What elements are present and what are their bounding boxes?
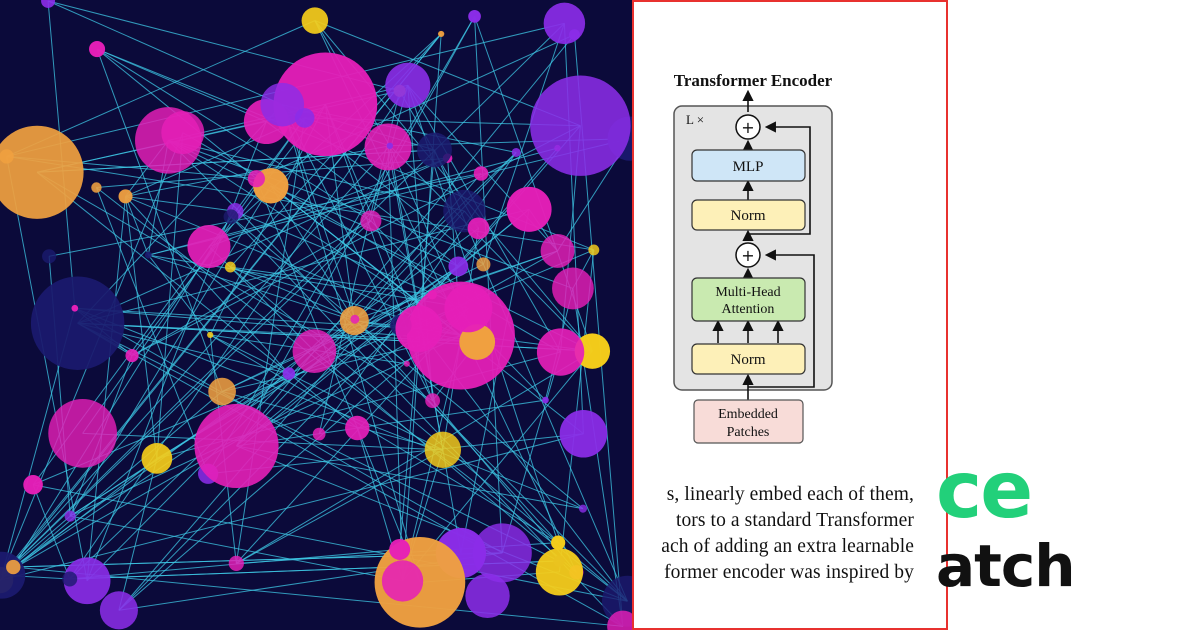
mlp-label: MLP <box>733 159 764 175</box>
plus-circle-icon: + <box>735 114 761 140</box>
residual-connection-top <box>748 121 811 235</box>
attention-label-line2: Attention <box>722 302 775 317</box>
plus-circle-icon: + <box>735 242 761 268</box>
paper-text-line-1: s, linearly embed each of them, <box>666 484 914 505</box>
mlp-block <box>691 149 806 182</box>
embedded-patches-label-line2: Patches <box>727 425 770 440</box>
repeat-label: L × <box>686 112 704 127</box>
norm-bottom-label: Norm <box>731 352 766 368</box>
embedded-patches-block <box>693 399 804 444</box>
network-nodes <box>0 0 632 630</box>
transformer-encoder-diagram: Transformer Encoder L × MLP Norm Multi-H… <box>673 71 833 444</box>
attention-label-line1: Multi-Head <box>715 285 780 300</box>
norm-top-label: Norm <box>731 208 766 224</box>
paper-text-line-3: ach of adding an extra learnable <box>661 536 914 557</box>
norm-block-top <box>691 199 806 231</box>
network-illustration <box>0 0 632 630</box>
norm-block-bottom <box>691 343 806 375</box>
embedded-patches-label-line1: Embedded <box>718 407 778 422</box>
residual-connection-bottom <box>748 249 815 388</box>
brand-logo-fragment-bottom: atch <box>936 532 1076 600</box>
attention-block <box>691 277 806 322</box>
add-symbol-bottom: + <box>741 246 754 265</box>
brand-logo-fragment-top: ce <box>936 446 1033 536</box>
diagram-title: Transformer Encoder <box>674 71 833 90</box>
paper-text-line-2: tors to a standard Transformer <box>675 510 914 531</box>
paper-text-line-4: former encoder was inspired by <box>664 562 914 583</box>
paper-excerpt-card: Transformer Encoder L × MLP Norm Multi-H… <box>632 0 948 630</box>
add-symbol-top: + <box>741 118 754 137</box>
